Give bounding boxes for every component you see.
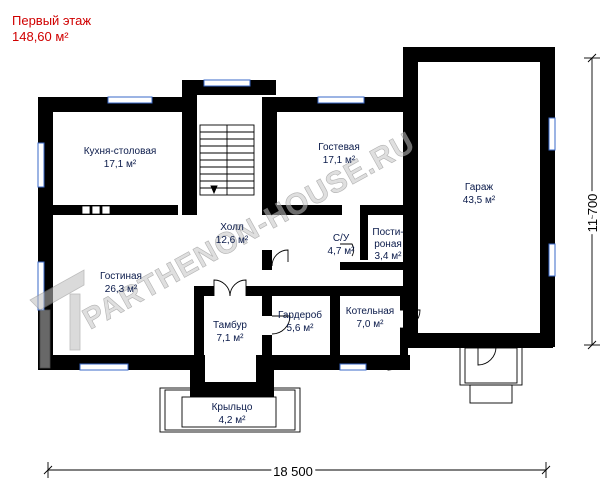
room-name-living: Гостиная [100, 271, 142, 282]
dimension-depth-label: 11 700 [585, 194, 600, 233]
room-area-vestibule: 7,1 м² [217, 333, 245, 344]
room-area-porch: 4,2 м² [219, 415, 247, 426]
room-labels: Кухня-столовая 17,1 м² Гостевая 17,1 м² … [84, 142, 496, 426]
room-name-guest: Гостевая [318, 142, 360, 153]
dimension-depth [584, 53, 600, 350]
room-name-kitchen: Кухня-столовая [84, 146, 157, 157]
interior-walls [53, 80, 408, 370]
floor-title: Первый этаж [12, 13, 92, 28]
room-area-kitchen: 17,1 м² [104, 159, 137, 170]
staircase [199, 124, 255, 196]
room-name-hall: Холл [220, 222, 244, 233]
room-name-laundry-2: роная [374, 239, 402, 250]
room-name-garage: Гараж [465, 182, 494, 193]
garage-door-mark [442, 52, 511, 60]
room-area-hall: 12,6 м² [216, 235, 249, 246]
dimension-width-label: 18 500 [273, 464, 313, 479]
dimension-width [43, 462, 551, 478]
room-name-wc: С/У [333, 233, 350, 244]
floor-total-area: 148,60 м² [12, 29, 69, 44]
room-name-vestibule: Тамбур [213, 319, 247, 331]
room-name-boiler: Котельная [346, 306, 394, 317]
room-area-garage: 43,5 м² [463, 195, 496, 206]
doors [213, 243, 497, 371]
room-area-boiler: 7,0 м² [357, 319, 385, 330]
room-name-laundry-1: Пости- [372, 227, 403, 238]
kitchen-counter [81, 205, 111, 215]
watermark-text: PARTHENON-HOUSE.RU [77, 126, 420, 336]
porch [159, 344, 523, 433]
windows [37, 79, 556, 371]
room-area-living: 26,3 м² [105, 284, 138, 295]
room-area-laundry: 3,4 м² [375, 251, 403, 262]
room-area-guest: 17,1 м² [323, 155, 356, 166]
room-name-wardrobe: Гардероб [278, 309, 322, 321]
room-name-porch: Крыльцо [212, 402, 253, 413]
room-area-wardrobe: 5,6 м² [287, 323, 315, 334]
room-area-wc: 4,7 м² [328, 246, 356, 257]
